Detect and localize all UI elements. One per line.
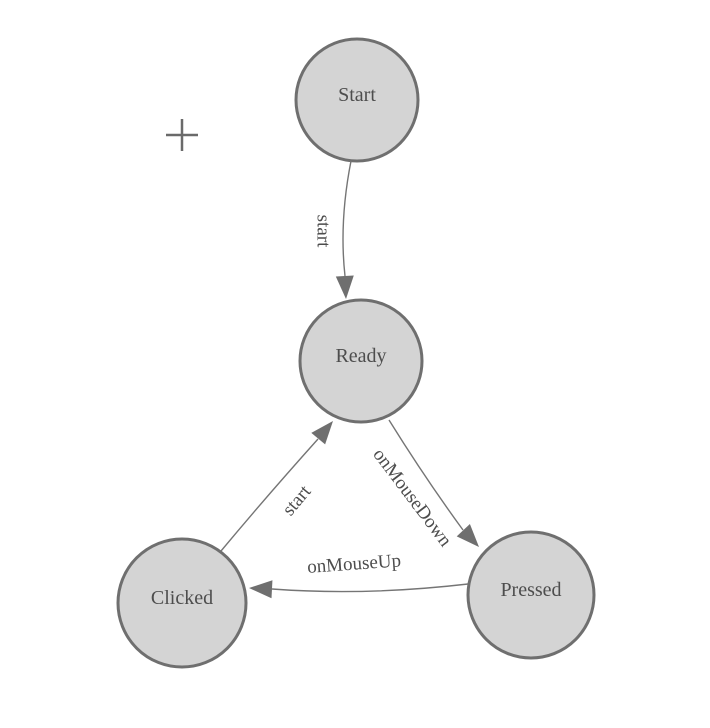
state-circle-pressed[interactable] xyxy=(466,530,596,660)
crosshair-cursor xyxy=(166,119,198,151)
edge-label-clicked-to-ready: start xyxy=(278,481,316,520)
edge-line-ready-to-pressed[interactable] xyxy=(388,419,464,531)
transition-pressed-to-clicked[interactable]: onMouseUp xyxy=(249,550,469,599)
edge-line-pressed-to-clicked[interactable] xyxy=(271,583,469,593)
arrowhead-icon xyxy=(249,580,273,599)
state-node-ready[interactable]: Ready xyxy=(298,298,424,424)
transition-start-to-ready[interactable]: start xyxy=(312,160,354,299)
edge-line-start-to-ready[interactable] xyxy=(342,160,352,277)
arrowhead-icon xyxy=(311,421,333,445)
state-node-pressed[interactable]: Pressed xyxy=(466,530,596,660)
edge-line-clicked-to-ready[interactable] xyxy=(220,438,319,552)
arrowhead-icon xyxy=(456,524,479,547)
edge-label-pressed-to-clicked: onMouseUp xyxy=(306,550,401,578)
state-circle-start[interactable] xyxy=(294,37,420,163)
state-node-start[interactable]: Start xyxy=(294,37,420,163)
edge-label-start-to-ready: start xyxy=(312,215,333,248)
state-node-clicked[interactable]: Clicked xyxy=(116,537,248,669)
arrowhead-icon xyxy=(335,275,354,299)
state-circle-clicked[interactable] xyxy=(116,537,248,669)
transition-clicked-to-ready[interactable]: start xyxy=(220,421,333,552)
edge-label-ready-to-pressed: onMouseDown xyxy=(368,445,456,552)
transition-ready-to-pressed[interactable]: onMouseDown xyxy=(368,419,479,552)
state-circle-ready[interactable] xyxy=(298,298,424,424)
